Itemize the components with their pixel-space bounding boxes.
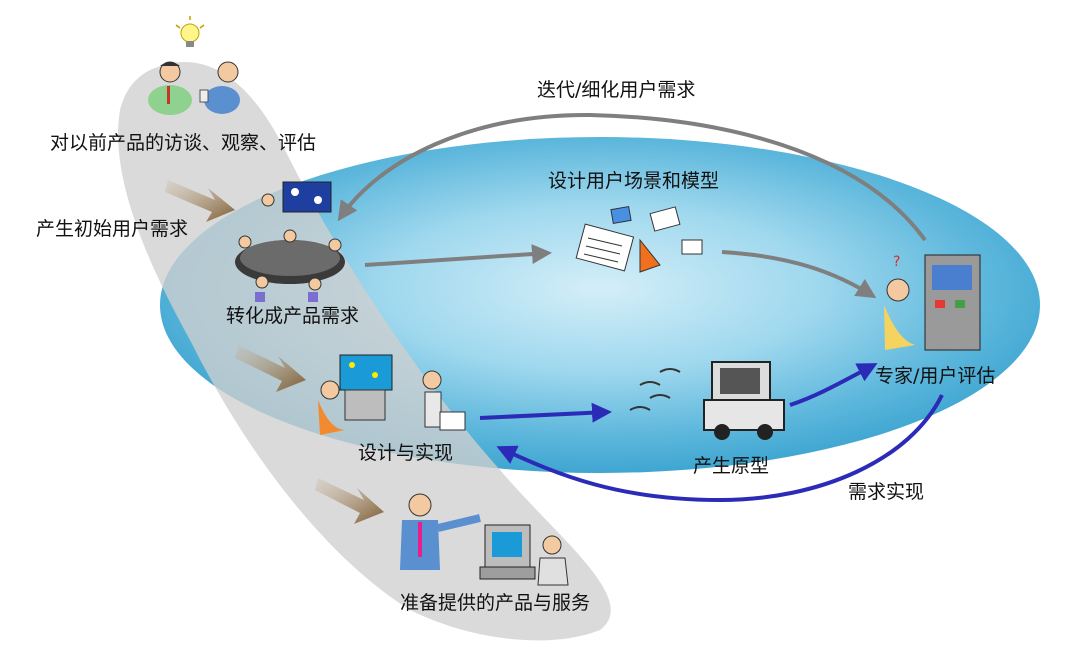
- label-prepare-deliver: 准备提供的产品与服务: [400, 592, 591, 614]
- svg-text:?: ?: [893, 254, 900, 270]
- to-prototype-arrow: [479, 402, 612, 423]
- label-interview: 对以前产品的访谈、观察、评估: [50, 132, 317, 154]
- to-evaluation-arrow: [721, 250, 877, 299]
- label-design-implement: 设计与实现: [358, 442, 454, 464]
- label-initial-requirements: 产生初始用户需求: [36, 218, 189, 240]
- step-arrow-3: [315, 478, 384, 524]
- label-generate-prototype: 产生原型: [693, 455, 770, 477]
- deliver-people-icon: [400, 493, 569, 586]
- iterate-arrow: [337, 112, 927, 242]
- label-design-scenarios: 设计用户场景和模型: [548, 170, 720, 192]
- label-expert-user-eval: 专家/用户评估: [875, 365, 996, 387]
- prototype-to-eval-arrow: [789, 363, 878, 407]
- interview-people-icon: [148, 61, 240, 115]
- step-arrow-2: [235, 345, 306, 392]
- prototype-machine-icon: [629, 361, 785, 440]
- design-team-icon: [318, 354, 466, 435]
- to-scenarios-arrow: [364, 244, 552, 267]
- meeting-table-icon: [235, 181, 345, 302]
- documents-icon: [575, 205, 703, 273]
- step-arrow-1: [165, 180, 235, 222]
- expert-evaluation-icon: ?: [884, 254, 981, 351]
- process-band: [118, 61, 611, 641]
- label-requirement-realization: 需求实现: [848, 481, 925, 503]
- label-transform-requirements: 转化成产品需求: [226, 305, 360, 327]
- label-iterate-refine: 迭代/细化用户需求: [537, 79, 696, 101]
- lightbulb-icon: [175, 16, 205, 47]
- realization-arrow: [496, 394, 944, 503]
